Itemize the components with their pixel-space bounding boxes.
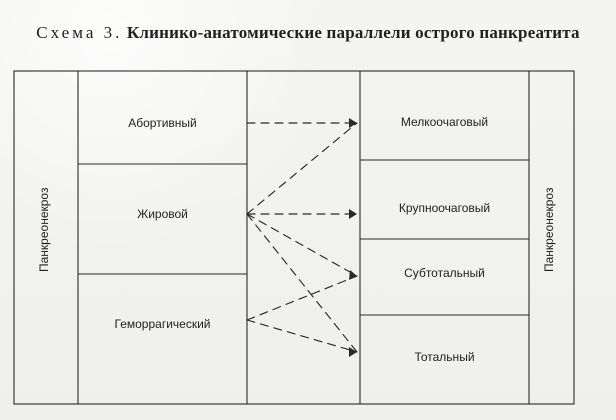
right-item-subtotal: Субтотальный [404, 266, 485, 280]
left-item-abortive: Абортивный [128, 116, 197, 130]
arrow-subtotal-icon [349, 270, 357, 280]
right-item-total: Тотальный [414, 350, 475, 364]
connector-hemorrhagic-subtotal [246, 275, 358, 321]
right-panel-label: Панкреонекроз [542, 187, 556, 272]
connector-fatty-total [246, 213, 358, 353]
connector-hemorrhagic-total [246, 319, 358, 353]
diagram-title-text: Клинико-анатомические параллели острого … [126, 23, 580, 42]
left-panel-label: Панкреонекроз [37, 187, 51, 272]
left-item-hemorrhagic: Геморрагический [114, 317, 211, 331]
left-item-fatty: Жировой [137, 207, 188, 221]
diagram-title-prefix: Схема 3. [36, 23, 123, 42]
right-item-large-focal: Крупноочаговый [398, 201, 491, 215]
diagram-title: Схема 3. Клинико-анатомические параллели… [0, 23, 616, 43]
outer-frame [13, 70, 575, 405]
arrow-large-icon [349, 209, 357, 219]
connector-fatty-subtotal [246, 213, 358, 277]
right-item-small-focal: Мелкоочаговый [400, 115, 489, 129]
arrow-small-1-icon [349, 118, 357, 128]
arrow-total-icon [349, 347, 357, 357]
connector-fatty-small [246, 122, 358, 215]
